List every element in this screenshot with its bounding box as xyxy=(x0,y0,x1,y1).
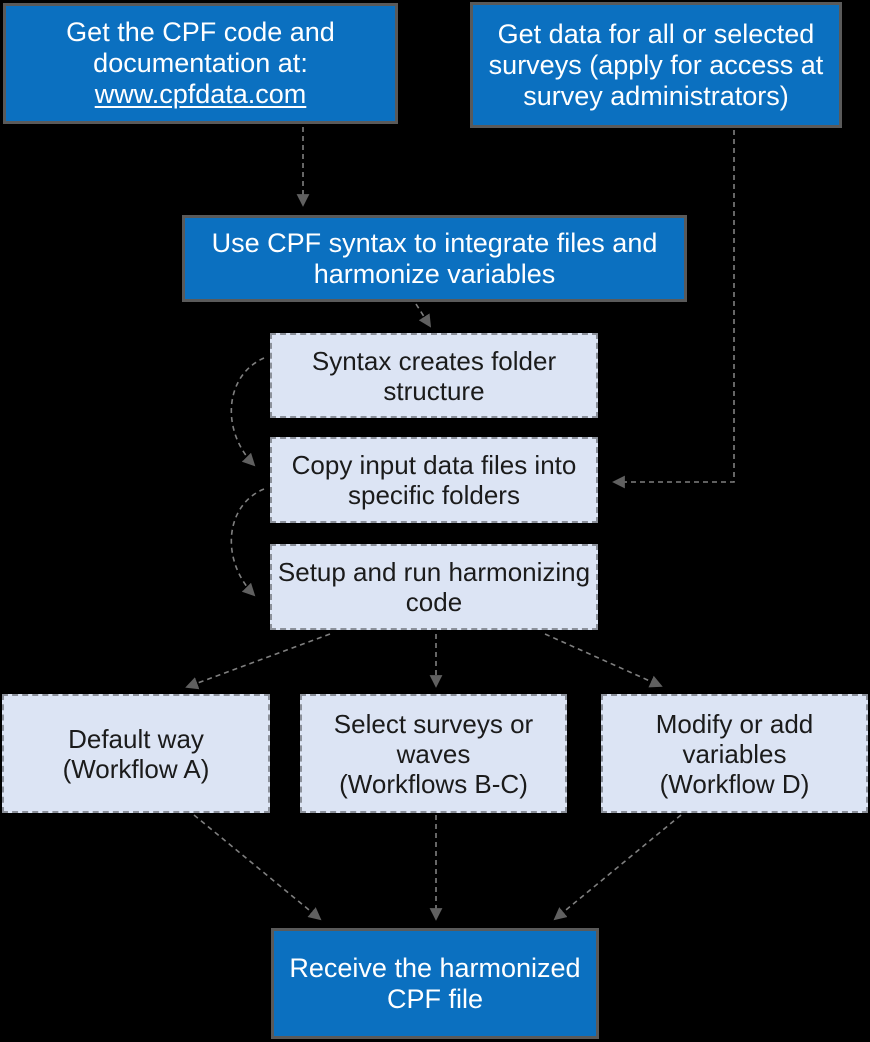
cpfdata-link[interactable]: www.cpfdata.com xyxy=(94,79,307,109)
node-default-way: Default way (Workflow A) xyxy=(2,694,270,813)
node-copy-files: Copy input data files into specific fold… xyxy=(270,437,598,523)
arrow-setup-run-to-modify-vars xyxy=(544,633,663,688)
arrow-folder-structure-to-copy-files xyxy=(230,357,265,467)
node-modify-vars-text: Modify or add variables (Workflow D) xyxy=(655,708,814,799)
node-use-cpf-syntax-text: Use CPF syntax to integrate files and ha… xyxy=(211,227,658,289)
node-copy-files-text: Copy input data files into specific fold… xyxy=(291,450,577,510)
node-receive-cpf-file-text: Receive the harmonized CPF file xyxy=(289,952,581,1014)
node-setup-run: Setup and run harmonizing code xyxy=(270,544,598,630)
node-use-cpf-syntax: Use CPF syntax to integrate files and ha… xyxy=(182,215,687,302)
arrow-use-syntax-to-folder-structure xyxy=(415,303,432,328)
arrow-setup-run-to-default-way xyxy=(185,633,331,690)
node-default-way-text: Default way (Workflow A) xyxy=(62,723,210,784)
arrow-get-data-to-copy-files xyxy=(612,130,735,489)
node-get-cpf-code-text: Get the CPF code and documentation at: xyxy=(66,17,335,78)
node-modify-vars: Modify or add variables (Workflow D) xyxy=(601,694,868,813)
node-folder-structure: Syntax creates folder structure xyxy=(270,333,598,418)
arrow-copy-files-to-setup-run xyxy=(230,488,265,597)
node-receive-cpf-file: Receive the harmonized CPF file xyxy=(271,928,599,1039)
arrow-modify-vars-to-receive xyxy=(553,814,682,921)
node-select-surveys: Select surveys or waves (Workflows B-C) xyxy=(300,694,567,813)
node-get-data-text: Get data for all or selected surveys (ap… xyxy=(488,18,824,111)
node-folder-structure-text: Syntax creates folder structure xyxy=(311,345,557,406)
node-select-surveys-text: Select surveys or waves (Workflows B-C) xyxy=(333,708,534,799)
node-setup-run-text: Setup and run harmonizing code xyxy=(277,557,591,617)
node-get-cpf-code: Get the CPF code and documentation at: w… xyxy=(3,3,398,124)
arrow-default-way-to-receive xyxy=(193,814,322,921)
node-get-data: Get data for all or selected surveys (ap… xyxy=(470,2,842,128)
